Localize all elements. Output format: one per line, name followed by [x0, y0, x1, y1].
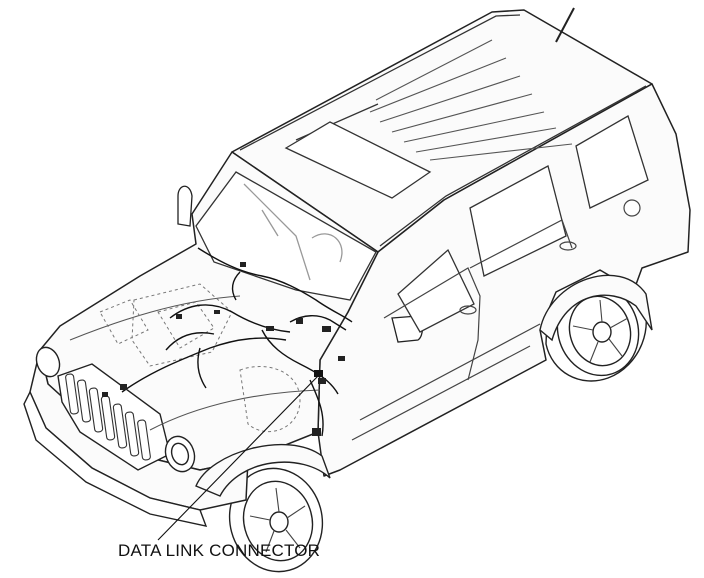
- door-lines: [351, 199, 641, 441]
- antenna: [555, 7, 575, 43]
- windshield: [195, 171, 377, 301]
- data-link-connector-marker: [314, 370, 323, 377]
- front-wheel: [228, 467, 324, 573]
- hood-lines: [69, 295, 321, 431]
- harness-connectors: [102, 262, 345, 436]
- callout-leader-line: [157, 375, 319, 541]
- data-link-connector-label: DATA LINK CONNECTOR: [118, 541, 321, 560]
- roof-ribs: [369, 39, 573, 161]
- sunroof: [284, 121, 432, 199]
- rear-fender: [539, 274, 653, 342]
- side-windows: [397, 115, 649, 333]
- side-mirror-left: [177, 185, 193, 227]
- engine-components-hidden: [99, 283, 301, 433]
- wiring-harness: [121, 247, 353, 437]
- front-bumper: [23, 390, 208, 527]
- front-fender: [195, 443, 331, 497]
